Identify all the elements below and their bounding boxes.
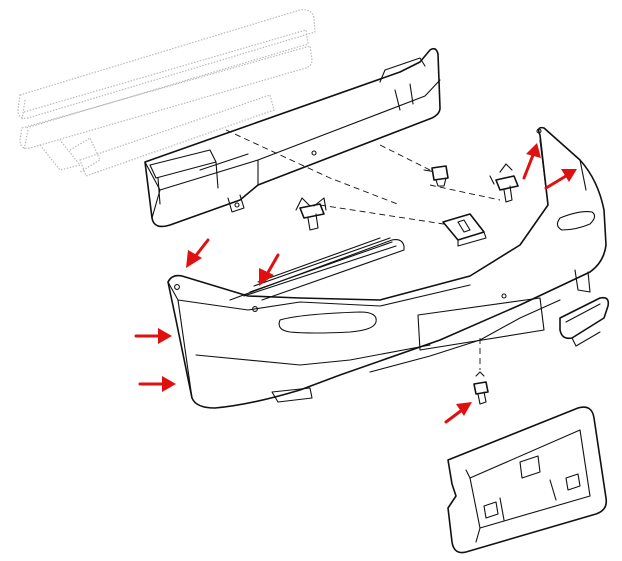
red-arrow (259, 253, 280, 286)
push-pin-clip (295, 197, 327, 231)
energy-absorber (144, 47, 441, 228)
alignment-lines (225, 129, 501, 370)
red-arrow (134, 328, 172, 344)
front-bumper-cover (167, 126, 607, 409)
bumper-end-cap (559, 296, 610, 347)
removal-arrows (134, 143, 577, 424)
push-pin-clip (489, 163, 519, 203)
ghost-bumper-reinforcement (17, 9, 316, 177)
red-arrow (138, 376, 176, 392)
red-arrow (522, 143, 541, 180)
push-pin-clip (473, 371, 489, 405)
red-arrow (186, 238, 210, 268)
license-plate-bracket (447, 406, 608, 554)
retainer-clip (442, 213, 487, 247)
bolt-fastener (423, 165, 449, 187)
red-arrow (544, 169, 577, 190)
red-arrow (444, 402, 472, 424)
